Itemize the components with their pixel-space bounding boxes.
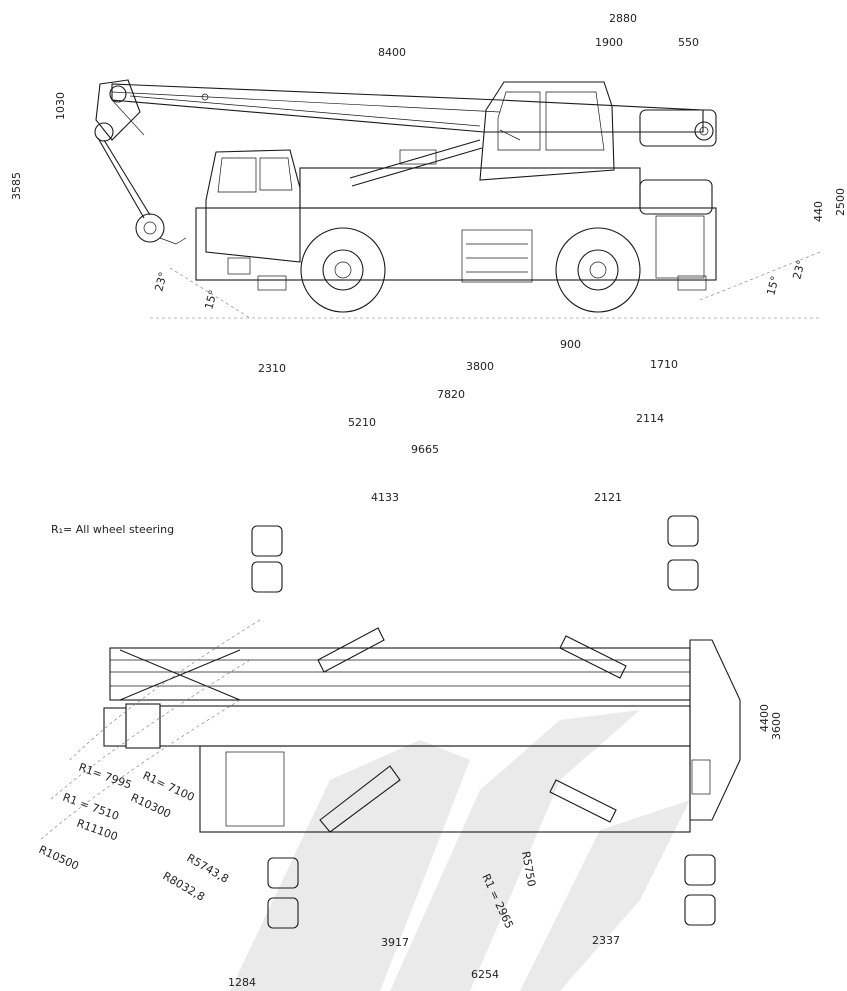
dim-2337: 2337 bbox=[592, 934, 620, 947]
dim-1900: 1900 bbox=[595, 36, 623, 49]
dim-4133: 4133 bbox=[371, 491, 399, 504]
dim-8400: 8400 bbox=[378, 46, 406, 59]
dim-3600: 3600 bbox=[770, 712, 783, 740]
dim-2310: 2310 bbox=[258, 362, 286, 375]
crane-body-top bbox=[103, 639, 741, 833]
dim-4400: 4400 bbox=[758, 704, 771, 732]
dim-2114: 2114 bbox=[636, 412, 664, 425]
dim-1284: 1284 bbox=[228, 976, 256, 989]
chassis bbox=[195, 207, 717, 291]
radius-7510: R1 = 7510 bbox=[61, 791, 121, 823]
radius-5743: R5743,8 bbox=[185, 851, 231, 885]
carrier-cab bbox=[205, 149, 301, 275]
dim-2500: 2500 bbox=[834, 188, 847, 216]
dim-1030: 1030 bbox=[54, 92, 67, 120]
radius-10500: R10500 bbox=[37, 843, 81, 873]
angle-rear-15: 15° bbox=[764, 275, 782, 297]
front-wheel bbox=[300, 227, 386, 313]
angle-front-23: 23° bbox=[152, 271, 170, 293]
radius-7995: R1= 7995 bbox=[77, 761, 133, 792]
boom bbox=[111, 83, 717, 147]
superstructure bbox=[299, 139, 713, 215]
radius-8032: R8032,8 bbox=[161, 869, 207, 903]
outrigger-beams bbox=[317, 627, 627, 833]
radius-5750: R5750 bbox=[519, 850, 538, 887]
side-view: 2880 1900 550 8400 1030 3585 440 2500 23… bbox=[10, 12, 847, 456]
dim-900: 900 bbox=[560, 338, 581, 351]
dim-6254: 6254 bbox=[471, 968, 499, 981]
dim-5210: 5210 bbox=[348, 416, 376, 429]
angle-front-15: 15° bbox=[202, 289, 220, 311]
dim-7820: 7820 bbox=[437, 388, 465, 401]
outrigger-pads bbox=[251, 515, 716, 929]
dim-9665: 9665 bbox=[411, 443, 439, 456]
steering-note: R₁= All wheel steering bbox=[51, 523, 174, 536]
dim-1710: 1710 bbox=[650, 358, 678, 371]
boom-head bbox=[94, 79, 151, 219]
crane-cab bbox=[479, 81, 615, 181]
watermark-logo bbox=[230, 710, 690, 991]
dim-3585: 3585 bbox=[10, 172, 23, 200]
hook-block bbox=[135, 213, 187, 245]
angle-rear-23: 23° bbox=[790, 259, 808, 281]
radius-10300: R10300 bbox=[129, 791, 173, 821]
rear-wheel bbox=[555, 227, 641, 313]
dim-440: 440 bbox=[812, 201, 825, 222]
turning-radius-lines bbox=[39, 619, 261, 841]
dim-3800: 3800 bbox=[466, 360, 494, 373]
dim-2880: 2880 bbox=[609, 12, 637, 25]
dim-3917: 3917 bbox=[381, 936, 409, 949]
dim-2121: 2121 bbox=[594, 491, 622, 504]
dim-550: 550 bbox=[678, 36, 699, 49]
